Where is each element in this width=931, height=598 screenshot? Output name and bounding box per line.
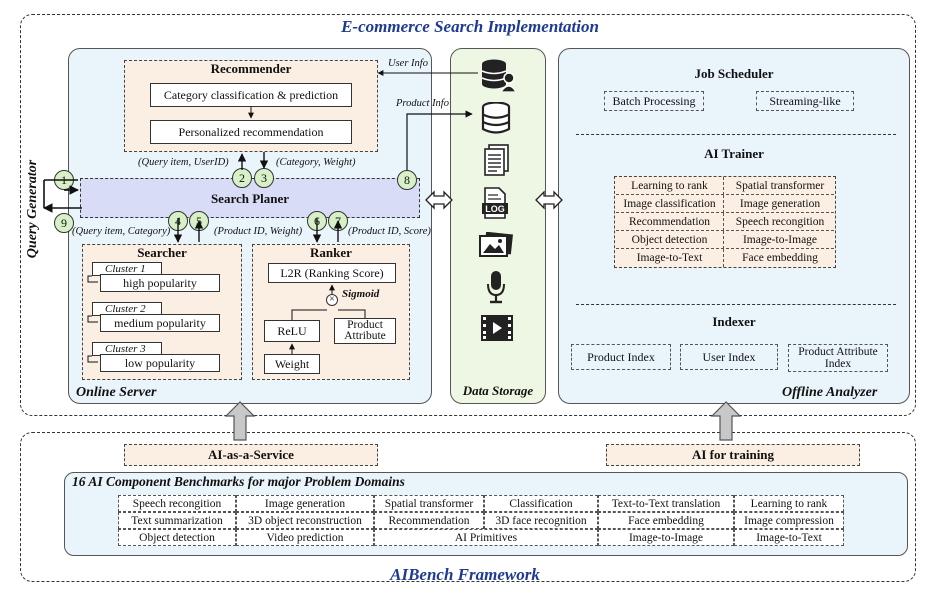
indexer-title: Indexer: [712, 314, 756, 329]
benchmark-cell: Classification: [484, 495, 598, 512]
benchmark-cell: Spatial transformer: [374, 495, 484, 512]
flow-label-category-weight: (Category, Weight): [276, 157, 356, 168]
benchmark-cell: Image compression: [734, 512, 844, 529]
personalized-recommendation-box: Personalized recommendation: [150, 120, 352, 144]
product-attribute-index-box: Product Attribute Index: [788, 344, 888, 372]
data-storage-label: Data Storage: [462, 383, 534, 398]
ai-trainer-cell: Speech recongition: [726, 213, 834, 231]
job-scheduler-title: Job Scheduler: [694, 66, 774, 81]
ai-trainer-title: AI Trainer: [704, 146, 764, 161]
image-icon: [479, 232, 513, 257]
flow-label-query-user: (Query item, UserID): [138, 157, 229, 168]
relu-box: ReLU: [264, 320, 320, 342]
benchmark-cell: Text-to-Text translation: [598, 495, 734, 512]
benchmark-cell: Speech recongition: [118, 495, 236, 512]
aibench-frame: [20, 432, 916, 582]
sigmoid-multiply-icon: ×: [326, 294, 338, 306]
product-attribute-box: Product Attribute: [334, 318, 396, 344]
category-classification-box: Category classification & prediction: [150, 83, 352, 107]
benchmark-cell: AI Primitives: [374, 529, 598, 546]
l2r-box: L2R (Ranking Score): [268, 263, 396, 283]
step-circle-3: 3: [254, 168, 274, 188]
flow-label-query-category: (Query item, Category): [72, 226, 171, 237]
benchmark-cell: Text summarization: [118, 512, 236, 529]
implementation-frame: [20, 14, 916, 416]
sigmoid-label: Sigmoid: [342, 288, 380, 300]
benchmark-cell: Object detection: [118, 529, 236, 546]
weight-box: Weight: [264, 354, 320, 374]
ai-trainer-cell: Image-to-Text: [616, 249, 724, 267]
user-index-box: User Index: [680, 344, 778, 370]
search-planer-title: Search Planer: [210, 191, 290, 206]
aibench-title: AIBench Framework: [390, 565, 540, 584]
benchmark-cell: Recommendation: [374, 512, 484, 529]
cluster-3-value: low popularity: [100, 354, 220, 372]
microphone-icon: [487, 271, 505, 304]
recommender-title: Recommender: [210, 61, 292, 76]
document-icon: [484, 144, 509, 176]
cluster-3: Cluster 3 low popularity: [92, 342, 222, 372]
cluster-1-value: high popularity: [100, 274, 220, 292]
online-server-label: Online Server: [76, 385, 157, 400]
searcher-title: Searcher: [137, 245, 187, 260]
cluster-2: Cluster 2 medium popularity: [92, 302, 222, 332]
product-index-box: Product Index: [571, 344, 671, 370]
streaming-like-box: Streaming-like: [756, 91, 854, 111]
ai-trainer-cell: Image generation: [726, 195, 834, 213]
ranker-title: Ranker: [310, 245, 352, 260]
step-circle-8: 8: [397, 170, 417, 190]
benchmark-cell: Image-to-Text: [734, 529, 844, 546]
implementation-title: E-commerce Search Implementation: [341, 17, 599, 36]
user-database-icon: [481, 59, 516, 92]
batch-processing-box: Batch Processing: [604, 91, 704, 111]
divider-1: [576, 134, 896, 135]
flow-label-product-info: Product Info: [396, 98, 449, 109]
video-icon: [481, 315, 513, 341]
ai-as-a-service-box: AI-as-a-Service: [124, 444, 378, 466]
ai-trainer-grid: [614, 176, 836, 268]
offline-analyzer-label: Offline Analyzer: [782, 385, 878, 400]
ai-trainer-cell: Image-to-Image: [726, 231, 834, 249]
benchmark-cell: Image-to-Image: [598, 529, 734, 546]
benchmark-cell: Learning to rank: [734, 495, 844, 512]
ai-trainer-cell: Object detection: [616, 231, 724, 249]
flow-label-product-weight: (Product ID, Weight): [214, 226, 303, 237]
ai-trainer-cell: Learning to rank: [616, 177, 724, 195]
log-file-icon: LOG: [482, 187, 508, 219]
divider-2: [576, 304, 896, 305]
ai-trainer-cell: Recommendation: [616, 213, 724, 231]
benchmark-cell: Image generation: [236, 495, 374, 512]
step-circle-9: 9: [54, 213, 74, 233]
cluster-1: Cluster 1 high popularity: [92, 262, 222, 292]
flow-label-product-score: (Product ID, Score): [348, 226, 431, 237]
ai-trainer-cell: Spatial transformer: [726, 177, 834, 195]
ai-trainer-cell: Image classification: [616, 195, 724, 213]
benchmark-cell: 3D object reconstruction: [236, 512, 374, 529]
log-text: LOG: [485, 203, 505, 214]
flow-label-user-info: User Info: [388, 58, 428, 69]
benchmark-cell: Face embedding: [598, 512, 734, 529]
benchmarks-title: 16 AI Component Benchmarks for major Pro…: [72, 474, 405, 489]
benchmark-cell: 3D face recognition: [484, 512, 598, 529]
database-icon: [481, 102, 511, 134]
benchmark-cell: Video prediction: [236, 529, 374, 546]
ai-for-training-box: AI for training: [606, 444, 860, 466]
ai-trainer-cell: Face embedding: [742, 252, 818, 264]
cluster-2-value: medium popularity: [100, 314, 220, 332]
